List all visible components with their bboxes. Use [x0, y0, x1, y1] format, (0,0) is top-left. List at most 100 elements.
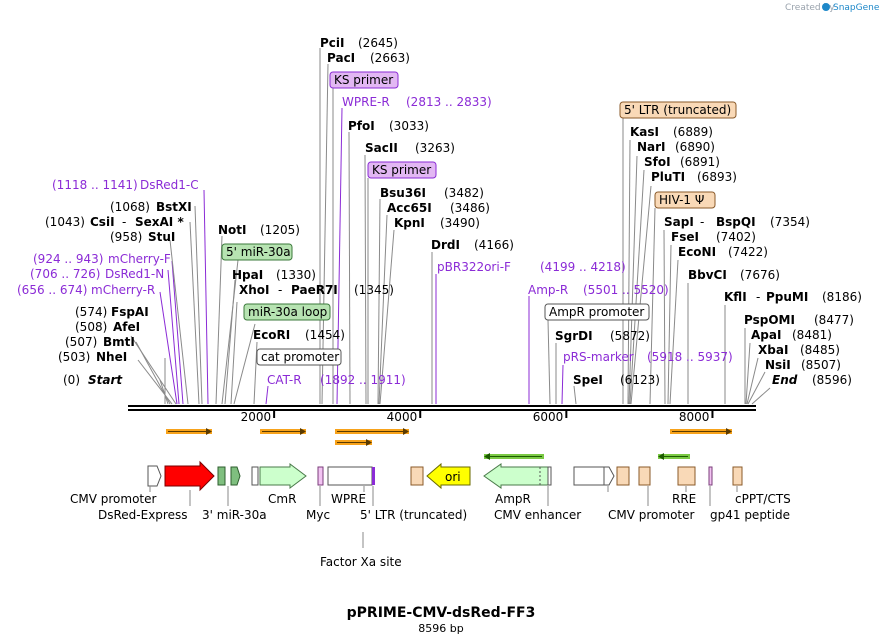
- site-sacii[interactable]: SacII(3263): [365, 141, 455, 155]
- site-wpre-r[interactable]: WPRE-R(2813 .. 2833): [342, 95, 492, 109]
- site-fspai[interactable]: (574)FspAI: [75, 305, 149, 319]
- site-kasi[interactable]: KasI(6889): [630, 125, 713, 139]
- site-drdi[interactable]: DrdI(4166): [431, 238, 514, 252]
- cmr-shape[interactable]: [259, 463, 307, 489]
- scale-tick-label: 6000: [533, 410, 564, 424]
- snapgene-watermark: Created by SnapGene: [785, 3, 880, 13]
- site-sgrdi[interactable]: SgrDI(5872): [555, 329, 650, 343]
- site-hpai[interactable]: HpaI(1330): [232, 268, 316, 282]
- site-start[interactable]: (0)Start: [63, 373, 123, 387]
- site-mcherry-f[interactable]: (924 .. 943)mCherry-F: [33, 252, 171, 266]
- site-acc65i[interactable]: Acc65I(3486): [387, 201, 490, 215]
- mir30a-5-shape[interactable]: [217, 466, 226, 486]
- site-dsred1-n[interactable]: (706 .. 726)DsRed1-N: [30, 267, 164, 281]
- sequence-backbone: [128, 405, 756, 411]
- svg-text:(7676): (7676): [740, 268, 780, 282]
- site-bmti[interactable]: (507)BmtI: [65, 335, 135, 349]
- scale-tick: [419, 411, 422, 418]
- ltr-shape[interactable]: [410, 466, 424, 486]
- site-pbr322ori-f[interactable]: pBR322ori-F(4199 .. 4218): [437, 260, 626, 274]
- site-bbvci[interactable]: BbvCI(7676): [688, 268, 780, 282]
- site-amp-r[interactable]: Amp-R(5501 .. 5520): [528, 283, 669, 297]
- site-mcherry-r[interactable]: (656 .. 674)mCherry-R: [17, 283, 155, 297]
- svg-text:(706 .. 726): (706 .. 726): [30, 267, 100, 281]
- gp41-shape[interactable]: [708, 466, 713, 486]
- site-kpni[interactable]: KpnI(3490): [394, 216, 480, 230]
- feature-label: 5' LTR (truncated): [360, 508, 467, 522]
- site-fsei[interactable]: FseI(7402): [671, 230, 756, 244]
- svg-text:SacII: SacII: [365, 141, 398, 155]
- ampr-promoter-shape[interactable]: [547, 466, 552, 486]
- site-bsu36i[interactable]: Bsu36I(3482): [380, 186, 484, 200]
- ori-shape[interactable]: [426, 462, 471, 490]
- svg-text:(507): (507): [65, 335, 97, 349]
- svg-text:(656 .. 674): (656 .. 674): [17, 283, 87, 297]
- feature-label: CmR: [268, 492, 296, 506]
- site-end[interactable]: End(8596): [772, 373, 852, 387]
- site-ecori[interactable]: EcoRI(1454): [253, 328, 345, 342]
- site-ks-primer-2[interactable]: KS primer: [367, 161, 437, 179]
- site-ks-primer-1[interactable]: KS primer: [329, 71, 399, 89]
- site-spei[interactable]: SpeI(6123): [573, 373, 660, 387]
- ltr-2-shape[interactable]: [616, 466, 630, 486]
- orf-arrow: [670, 428, 732, 435]
- orf-arrow: [335, 439, 372, 446]
- feature-label: cPPT/CTS: [735, 492, 791, 506]
- site-bstxi[interactable]: (1068)BstXI: [110, 200, 192, 214]
- site-pspomi[interactable]: PspOMI(8477): [744, 313, 854, 327]
- site-apai[interactable]: ApaI(8481): [751, 328, 832, 342]
- rre-shape[interactable]: [677, 466, 696, 486]
- myc-shape[interactable]: [317, 466, 324, 486]
- site-pcii[interactable]: PciI(2645): [320, 36, 398, 50]
- cat-promoter-shape[interactable]: [251, 466, 259, 486]
- dsred-express-shape[interactable]: [164, 460, 215, 492]
- site-nari[interactable]: NarI(6890): [637, 140, 715, 154]
- cmv-promoter-2-shape[interactable]: [603, 466, 615, 486]
- cmv-enhancer-shape[interactable]: [573, 466, 605, 486]
- site-sapi[interactable]: SapI-BspQI(7354): [664, 215, 810, 229]
- site-csii[interactable]: (1043)CsiI-SexAI *: [45, 215, 184, 229]
- ampr-shape[interactable]: [483, 463, 549, 489]
- site-sfoi[interactable]: SfoI(6891): [644, 155, 720, 169]
- site-hiv-psi-box[interactable]: HIV-1 Ψ: [654, 191, 716, 209]
- site-cat-r[interactable]: CAT-R(1892 .. 1911): [267, 373, 406, 387]
- svg-text:NotI: NotI: [218, 223, 247, 237]
- svg-text:(508): (508): [75, 320, 107, 334]
- svg-text:(6891): (6891): [680, 155, 720, 169]
- factor-xa-shape[interactable]: [372, 467, 375, 485]
- site-mir30a-loop-box[interactable]: miR-30a loop: [243, 303, 331, 321]
- feature-label: RRE: [672, 492, 696, 506]
- orf-arrow: [484, 453, 544, 460]
- site-nhei[interactable]: (503)NheI: [58, 350, 127, 364]
- feature-label: CMV promoter: [608, 508, 695, 522]
- svg-text:WPRE-R: WPRE-R: [342, 95, 390, 109]
- svg-text:5' LTR (truncated): 5' LTR (truncated): [624, 103, 731, 117]
- site-ampr-promoter[interactable]: AmpR promoter: [544, 303, 650, 321]
- site-prs-marker[interactable]: pRS-marker(5918 .. 5937): [563, 350, 733, 364]
- site-xbai[interactable]: XbaI(8485): [758, 343, 840, 357]
- site-cat-promoter-box[interactable]: cat promoter: [256, 348, 342, 366]
- site-stui[interactable]: (958)StuI: [110, 230, 175, 244]
- cmv-promoter-shape[interactable]: [147, 465, 162, 487]
- site-5ltr-box[interactable]: 5' LTR (truncated): [619, 101, 737, 119]
- orf-arrow: [335, 428, 409, 435]
- svg-text:(924 .. 943): (924 .. 943): [33, 252, 103, 266]
- site-pfoi[interactable]: PfoI(3033): [348, 119, 429, 133]
- site-econi[interactable]: EcoNI(7422): [678, 245, 768, 259]
- site-5-mir30a-box[interactable]: 5' miR-30a: [221, 243, 293, 261]
- svg-text:(7422): (7422): [728, 245, 768, 259]
- site-noti[interactable]: NotI(1205): [218, 223, 300, 237]
- site-afei[interactable]: (508)AfeI: [75, 320, 140, 334]
- site-paci[interactable]: PacI(2663): [327, 51, 410, 65]
- site-kfli[interactable]: KflI-PpuMI(8186): [724, 290, 862, 304]
- svg-text:PpuMI: PpuMI: [766, 290, 808, 304]
- cppt-shape[interactable]: [732, 466, 743, 486]
- hiv-psi-shape[interactable]: [638, 466, 651, 486]
- site-xhoi[interactable]: XhoI-PaeR7I(1345): [239, 283, 394, 297]
- feature-labels: CMV promoter DsRed-Express 3' miR-30a Cm…: [70, 492, 791, 569]
- wpre-shape[interactable]: [327, 466, 373, 486]
- mir30a-3-shape[interactable]: [230, 466, 241, 486]
- site-nsii[interactable]: NsiI(8507): [765, 358, 841, 372]
- site-dsred1-c[interactable]: (1118 .. 1141)DsRed1-C: [52, 178, 199, 192]
- site-pluti[interactable]: PluTI(6893): [651, 170, 737, 184]
